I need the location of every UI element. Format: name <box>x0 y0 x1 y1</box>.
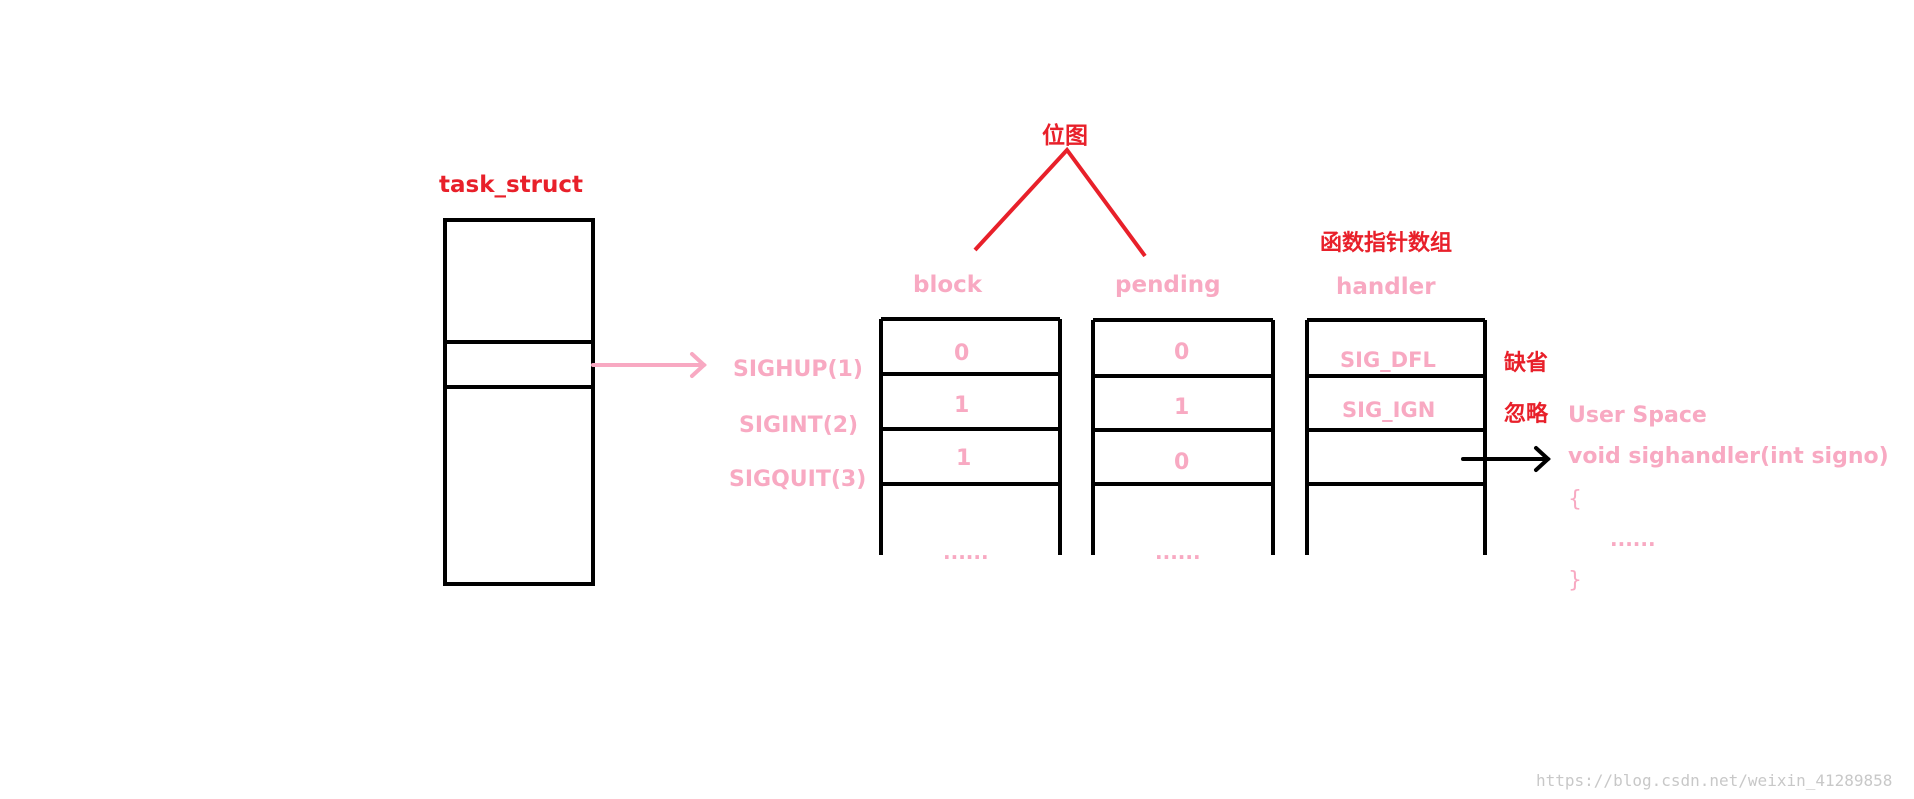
default-note: 缺省 <box>1504 351 1549 376</box>
user-space-label: User Space <box>1568 403 1707 428</box>
block-cell: 1 <box>956 446 972 471</box>
ignore-note: 忽略 <box>1504 402 1549 427</box>
task-to-signal-arrow <box>591 352 707 378</box>
pending-cell: 0 <box>1174 450 1190 475</box>
handler-cell: SIG_DFL <box>1340 348 1436 372</box>
block-ellipsis: ...... <box>943 540 989 564</box>
pending-cell: 1 <box>1174 395 1190 420</box>
handler-header: handler <box>1336 274 1436 300</box>
signal-name: SIGINT(2) <box>739 413 859 438</box>
close-brace: } <box>1568 568 1582 593</box>
watermark: https://blog.csdn.net/weixin_41289858 <box>1536 771 1893 790</box>
pending-table <box>1091 318 1275 555</box>
handler-cell: SIG_IGN <box>1342 398 1436 422</box>
block-header: block <box>913 272 983 298</box>
open-brace: { <box>1568 487 1582 512</box>
pending-ellipsis: ...... <box>1155 540 1201 564</box>
block-cell: 1 <box>954 393 970 418</box>
block-table <box>879 317 1062 555</box>
handler-body-ellipsis: ...... <box>1610 527 1656 551</box>
bitmap-label: 位图 <box>1042 123 1088 149</box>
bitmap-bracket <box>973 146 1147 258</box>
block-cell: 0 <box>954 341 970 366</box>
handler-table <box>1305 318 1487 555</box>
handler-to-userspace-arrow <box>1461 446 1551 472</box>
signal-name: SIGQUIT(3) <box>729 467 867 492</box>
pending-header: pending <box>1115 272 1221 298</box>
function-pointer-array-label: 函数指针数组 <box>1320 231 1453 256</box>
task-struct-label: task_struct <box>439 172 584 198</box>
sighandler-signature: void sighandler(int signo) <box>1568 444 1889 469</box>
signal-name: SIGHUP(1) <box>733 357 863 382</box>
pending-cell: 0 <box>1174 340 1190 365</box>
task-struct-box <box>443 218 595 586</box>
